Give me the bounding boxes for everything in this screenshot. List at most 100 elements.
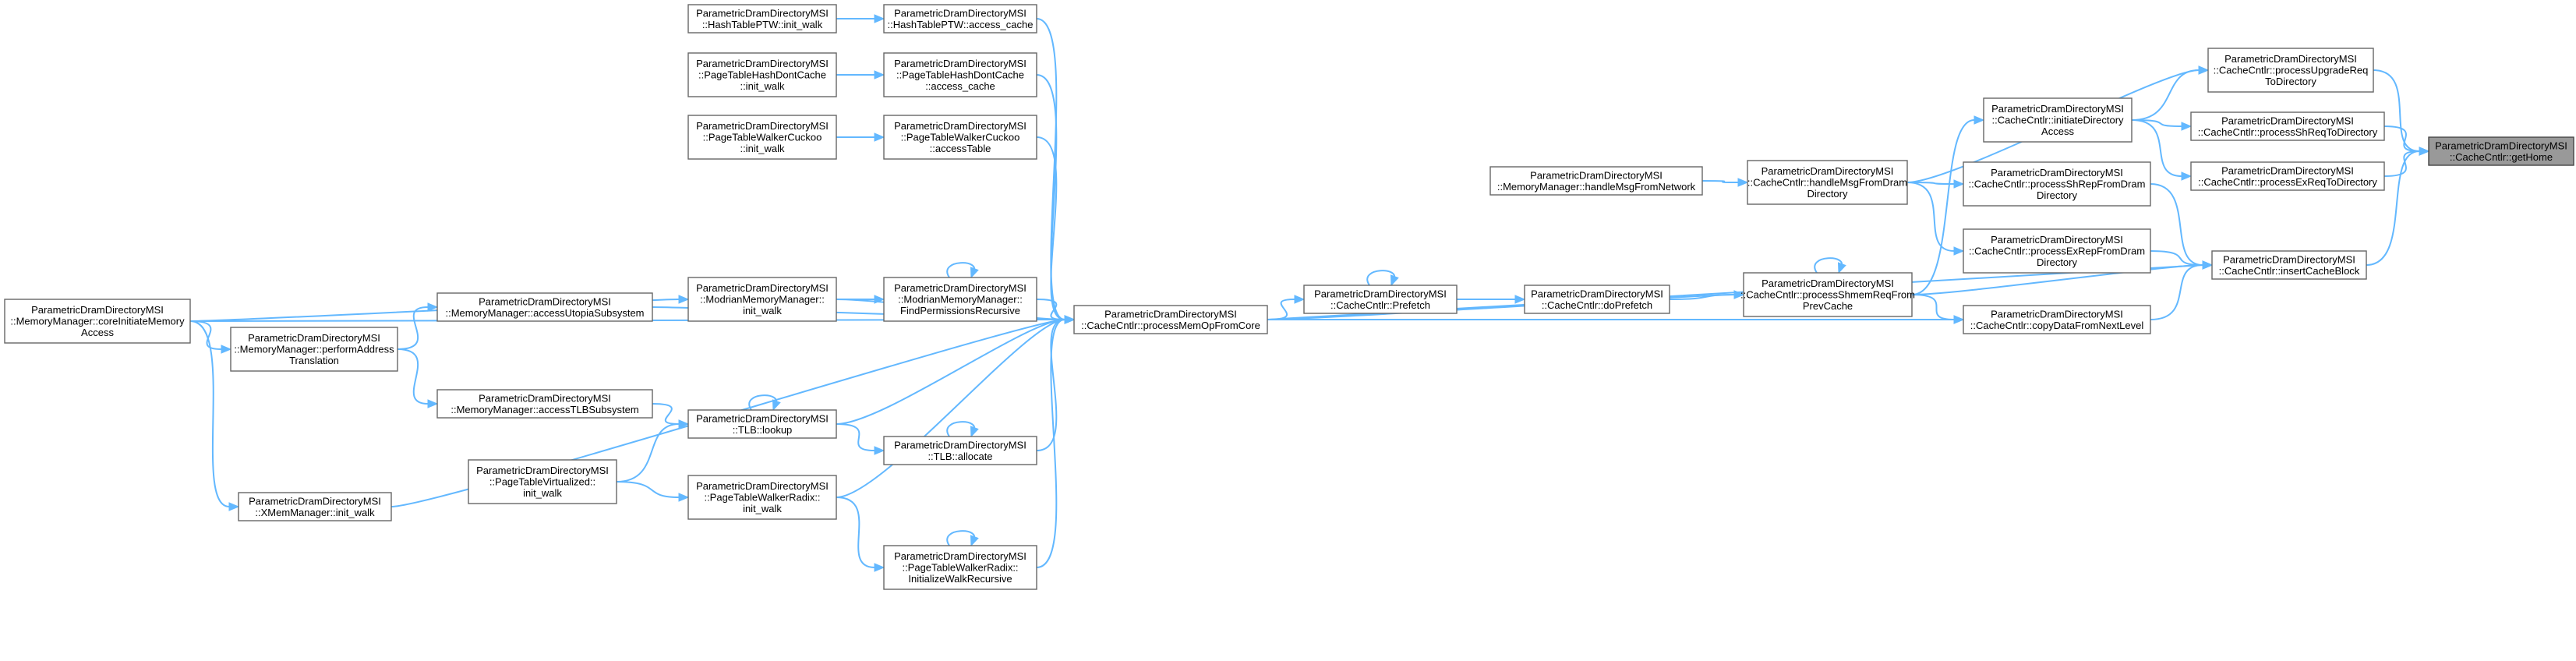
- node-label-line: ParametricDramDirectoryMSI: [2435, 140, 2567, 151]
- node-label-line: ::HashTablePTW::init_walk: [702, 19, 823, 30]
- edge-arrowhead: [874, 295, 885, 304]
- node-label-line: ::MemoryManager::accessUtopiaSubsystem: [445, 307, 644, 319]
- edge-handleMsgFromNetwork-to-handleMsgFromDram: [1701, 178, 1749, 187]
- node-box: [687, 277, 837, 322]
- node-tlbAllocate[interactable]: ParametricDramDirectoryMSI::TLB::allocat…: [883, 436, 1037, 465]
- node-box: [1073, 305, 1268, 334]
- node-label-line: ParametricDramDirectoryMSI: [2223, 253, 2355, 265]
- node-processShmemReq[interactable]: ParametricDramDirectoryMSI::CacheCntlr::…: [1740, 272, 1915, 317]
- node-label-line: ::XMemManager::init_walk: [255, 507, 375, 518]
- node-tlbLookup[interactable]: ParametricDramDirectoryMSI::TLB::lookup: [687, 409, 837, 439]
- node-box: [1303, 285, 1458, 314]
- node-ptHashDontAccess[interactable]: ParametricDramDirectoryMSI::PageTableHas…: [883, 52, 1037, 97]
- edge-arrowhead: [2198, 65, 2210, 75]
- node-ptVirtInit[interactable]: ParametricDramDirectoryMSI::PageTableVir…: [468, 459, 617, 504]
- node-accessTLB[interactable]: ParametricDramDirectoryMSI::MemoryManage…: [436, 389, 653, 419]
- node-processShReqToDir[interactable]: ParametricDramDirectoryMSI::CacheCntlr::…: [2190, 111, 2385, 141]
- edge-performAddr-to-accessTLB: [397, 348, 439, 408]
- node-label-line: ParametricDramDirectoryMSI: [31, 304, 164, 316]
- node-label-line: init_walk: [743, 503, 782, 514]
- edge-arrowhead: [970, 535, 979, 547]
- edge-line: [1906, 182, 1955, 185]
- node-accessUtopia[interactable]: ParametricDramDirectoryMSI::MemoryManage…: [436, 292, 653, 322]
- node-label-line: Access: [2041, 125, 2074, 137]
- edge-arrowhead: [678, 419, 690, 429]
- node-initiateDirAccess[interactable]: ParametricDramDirectoryMSI::CacheCntlr::…: [1983, 97, 2133, 143]
- node-radixInit[interactable]: ParametricDramDirectoryMSI::PageTableWal…: [687, 475, 837, 520]
- node-hashInitWalk[interactable]: ParametricDramDirectoryMSI::HashTablePTW…: [687, 4, 837, 34]
- node-box: [687, 475, 837, 520]
- edge-line: [652, 403, 680, 425]
- node-label-line: ParametricDramDirectoryMSI: [894, 282, 1027, 294]
- edge-arrowhead: [1837, 262, 1846, 274]
- edge-arrowhead: [874, 563, 885, 572]
- node-label-line: Directory: [2037, 256, 2078, 268]
- node-handleMsgFromDram[interactable]: ParametricDramDirectoryMSI::CacheCntlr::…: [1747, 160, 1908, 205]
- node-modrianFindPerm[interactable]: ParametricDramDirectoryMSI::ModrianMemor…: [883, 277, 1037, 322]
- node-getHome[interactable]: ParametricDramDirectoryMSI::CacheCntlr::…: [2428, 136, 2574, 166]
- node-cuckooInit[interactable]: ParametricDramDirectoryMSI::PageTableWal…: [687, 115, 837, 160]
- edge-line: [1366, 270, 1396, 286]
- edge-line: [2131, 119, 2182, 177]
- node-label-line: ::PageTableWalkerCuckoo: [901, 132, 1020, 143]
- node-box: [2207, 48, 2374, 93]
- node-modrianInit[interactable]: ParametricDramDirectoryMSI::ModrianMemor…: [687, 277, 837, 322]
- edge-initiateDirAccess-to-processExReqToDir: [2131, 119, 2193, 181]
- edge-arrowhead: [874, 133, 885, 142]
- node-handleMsgFromNetwork[interactable]: ParametricDramDirectoryMSI::MemoryManage…: [1489, 166, 1703, 196]
- edge-copyDataFromNextLevel-to-insertCacheBlock: [2150, 260, 2214, 320]
- node-performAddr[interactable]: ParametricDramDirectoryMSI::MemoryManage…: [230, 327, 398, 372]
- node-label-line: ParametricDramDirectoryMSI: [2224, 53, 2357, 65]
- node-xmemInit[interactable]: ParametricDramDirectoryMSI::XMemManager:…: [238, 492, 392, 521]
- edge-arrowhead: [970, 426, 979, 438]
- node-label-line: ParametricDramDirectoryMSI: [1991, 308, 2123, 320]
- node-label-line: ::PageTableWalkerCuckoo: [703, 132, 822, 143]
- node-copyDataFromNextLevel[interactable]: ParametricDramDirectoryMSI::CacheCntlr::…: [1963, 305, 2151, 334]
- node-processShRep[interactable]: ParametricDramDirectoryMSI::CacheCntlr::…: [1963, 161, 2151, 207]
- edge-prefetch-to-prefetch: [1366, 270, 1399, 287]
- edge-arrowhead: [874, 70, 885, 80]
- node-label-line: ::CacheCntlr::Prefetch: [1330, 299, 1430, 311]
- node-label-line: ::accessTable: [930, 143, 991, 154]
- edge-processShmemReq-to-initiateDirAccess: [1911, 115, 1985, 295]
- node-prefetch[interactable]: ParametricDramDirectoryMSI::CacheCntlr::…: [1303, 285, 1458, 314]
- node-label-line: ::CacheCntlr::processUpgradeReq: [2214, 65, 2369, 76]
- node-insertCacheBlock[interactable]: ParametricDramDirectoryMSI::CacheCntlr::…: [2211, 250, 2367, 280]
- edge-line: [946, 262, 976, 278]
- node-doPrefetch[interactable]: ParametricDramDirectoryMSI::CacheCntlr::…: [1524, 285, 1670, 314]
- edge-initiateDirAccess-to-processShReqToDir: [2131, 119, 2193, 131]
- node-ptHashDontInit[interactable]: ParametricDramDirectoryMSI::PageTableHas…: [687, 52, 837, 97]
- node-label-line: ParametricDramDirectoryMSI: [479, 392, 611, 404]
- node-label-line: ParametricDramDirectoryMSI: [1531, 288, 1663, 299]
- node-label-line: ::PageTableWalkerRadix::: [902, 562, 1018, 574]
- edge-arrowhead: [1733, 290, 1745, 299]
- node-box: [2428, 136, 2574, 166]
- edge-coreInitiate-to-performAddr: [189, 320, 232, 354]
- node-box: [1963, 305, 2151, 334]
- node-box: [1963, 161, 2151, 207]
- edge-cuckooAccessTable-to-processMemOp: [1036, 136, 1076, 324]
- edge-processMemOp-to-copyDataFromNextLevel: [1267, 315, 1965, 324]
- node-processMemOp[interactable]: ParametricDramDirectoryMSI::CacheCntlr::…: [1073, 305, 1268, 334]
- node-label-line: ParametricDramDirectoryMSI: [696, 120, 829, 132]
- node-label-line: ::CacheCntlr::insertCacheBlock: [2219, 265, 2360, 277]
- node-label-line: ParametricDramDirectoryMSI: [1991, 234, 2123, 246]
- node-processExRep[interactable]: ParametricDramDirectoryMSI::CacheCntlr::…: [1963, 228, 2151, 274]
- node-label-line: ::MemoryManager::performAddress: [234, 344, 394, 355]
- edge-arrowhead: [678, 295, 690, 304]
- node-label-line: FindPermissionsRecursive: [900, 305, 1020, 316]
- edge-arrowhead: [874, 446, 885, 455]
- edge-ptVirtInit-to-radixInit: [616, 481, 690, 502]
- node-cuckooAccessTable[interactable]: ParametricDramDirectoryMSI::PageTableWal…: [883, 115, 1037, 160]
- node-processUpgradeReq[interactable]: ParametricDramDirectoryMSI::CacheCntlr::…: [2207, 48, 2374, 93]
- edge-performAddr-to-accessUtopia: [397, 302, 439, 350]
- node-box: [4, 299, 191, 344]
- edge-arrowhead: [2181, 122, 2193, 131]
- node-processExReqToDir[interactable]: ParametricDramDirectoryMSI::CacheCntlr::…: [2190, 161, 2385, 191]
- node-hashAccessCache[interactable]: ParametricDramDirectoryMSI::HashTablePTW…: [883, 4, 1037, 34]
- node-radixInitRec[interactable]: ParametricDramDirectoryMSI::PageTableWal…: [883, 545, 1037, 590]
- edge-radixInitRec-to-radixInitRec: [946, 530, 979, 547]
- node-coreInitiate[interactable]: ParametricDramDirectoryMSI::MemoryManage…: [4, 299, 191, 344]
- edge-line: [1036, 136, 1065, 320]
- node-label-line: ::init_walk: [740, 80, 785, 92]
